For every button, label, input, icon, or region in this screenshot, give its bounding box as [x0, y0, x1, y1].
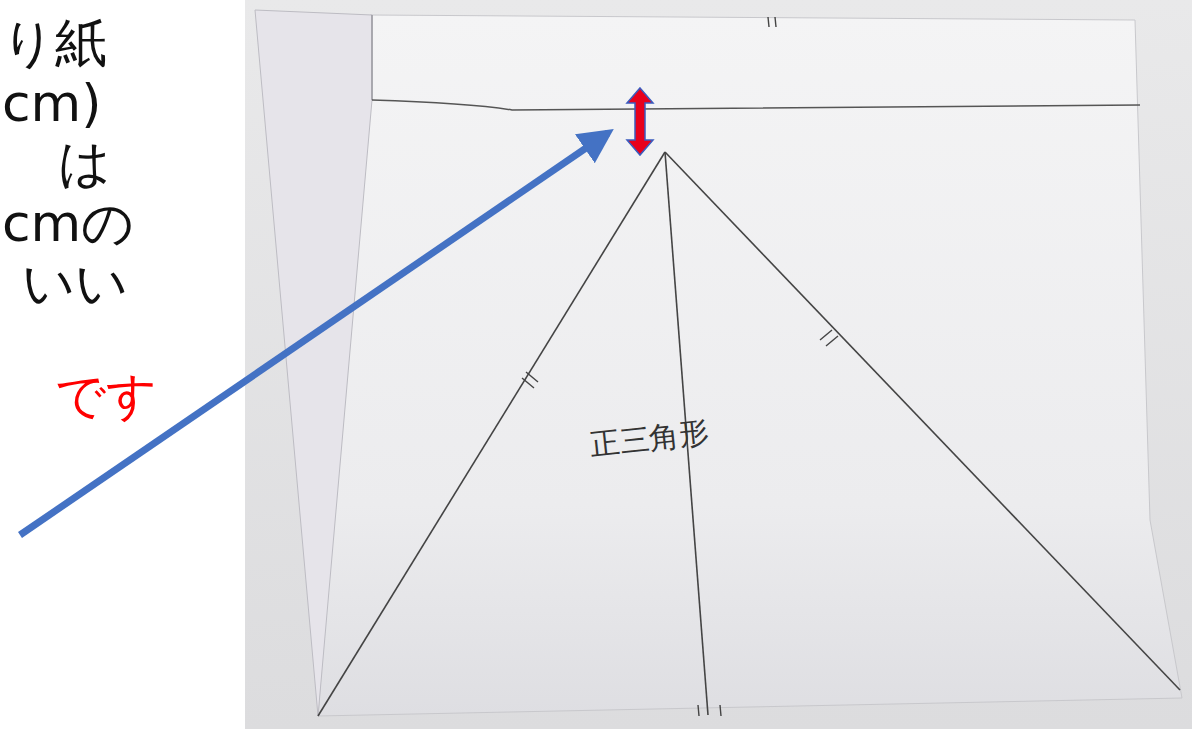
paper-sheet: [318, 15, 1182, 716]
double-arrow: [627, 88, 653, 155]
fold-line: [371, 15, 373, 100]
tick-marks: [522, 17, 838, 716]
slide-text: cm): [2, 74, 102, 134]
pencil-line: [372, 100, 1140, 110]
photo-background: [245, 0, 1192, 729]
slide-text: り紙: [2, 14, 107, 74]
emphasis-text: です: [55, 368, 157, 426]
slide-text: は: [58, 134, 111, 194]
slide-text: cmの: [2, 194, 134, 254]
slide-text: いい: [22, 254, 128, 314]
triangle-drawing: [318, 152, 1180, 716]
